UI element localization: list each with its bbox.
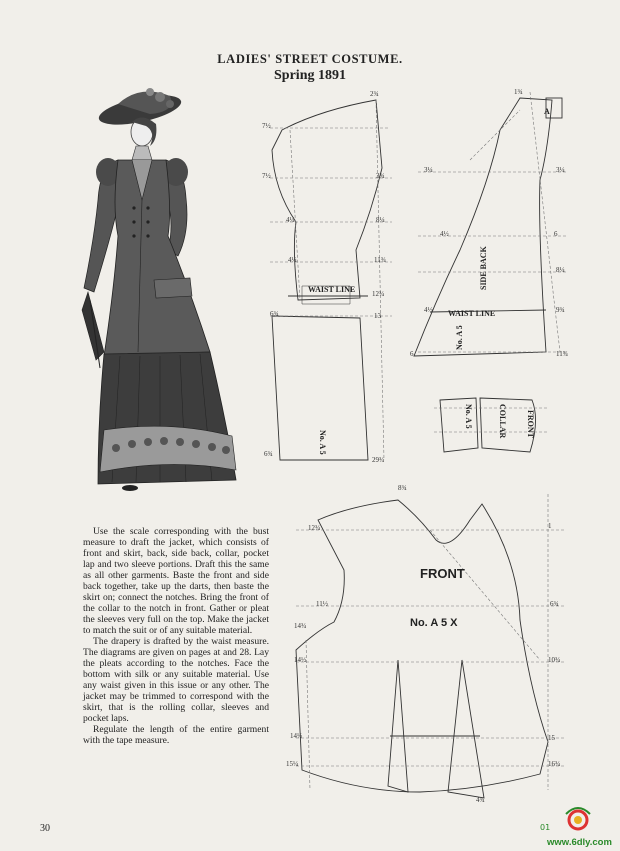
svg-text:3¾: 3¾ <box>376 172 385 180</box>
svg-text:3¼: 3¼ <box>556 166 565 174</box>
svg-text:11½: 11½ <box>316 600 328 608</box>
svg-text:4½: 4½ <box>424 306 433 314</box>
sideback-waist-label: WAIST LINE <box>448 309 495 318</box>
svg-text:14½: 14½ <box>290 732 302 740</box>
svg-text:2¾: 2¾ <box>370 90 379 98</box>
svg-text:1¾: 1¾ <box>514 88 523 96</box>
page-title: LADIES' STREET COSTUME. <box>217 52 403 66</box>
svg-text:8¼: 8¼ <box>376 216 385 224</box>
watermark-url: www.6dly.com <box>547 837 612 848</box>
svg-text:6¾: 6¾ <box>264 450 273 458</box>
svg-text:4½: 4½ <box>440 230 449 238</box>
svg-text:6: 6 <box>554 230 558 238</box>
front-label: FRONT <box>420 566 465 581</box>
svg-text:12¾: 12¾ <box>308 524 320 532</box>
corner-a-label: A <box>544 107 550 116</box>
svg-text:4¼: 4¼ <box>288 256 297 264</box>
side-back-label: SIDE BACK <box>479 245 488 290</box>
front-code: No. A 5 X <box>410 617 458 629</box>
svg-text:9¾: 9¾ <box>556 306 565 314</box>
back-skirt-code: No. A 5 <box>318 430 327 455</box>
back-waist-label: WAIST LINE <box>308 285 355 294</box>
collar-code: No. A 5 <box>464 404 473 429</box>
instructions-paragraph: Use the scale corresponding with the bus… <box>83 526 269 636</box>
svg-text:4¾: 4¾ <box>476 796 485 804</box>
svg-text:8¼: 8¼ <box>556 266 565 274</box>
svg-text:16¾: 16¾ <box>548 760 560 768</box>
svg-text:15¼: 15¼ <box>286 760 298 768</box>
svg-text:14¾: 14¾ <box>294 622 306 630</box>
svg-text:7½: 7½ <box>262 122 271 130</box>
svg-text:13: 13 <box>374 312 382 320</box>
svg-text:15: 15 <box>548 734 556 742</box>
svg-text:1: 1 <box>548 522 552 530</box>
instructions-text: Use the scale corresponding with the bus… <box>83 526 269 746</box>
watermark-logo-icon: 01 <box>540 807 591 832</box>
svg-text:11¾: 11¾ <box>374 256 386 264</box>
svg-text:6¾: 6¾ <box>550 600 559 608</box>
collar-label: COLLAR <box>498 404 507 438</box>
instructions-paragraph: The drapery is drafted by the waist meas… <box>83 636 269 724</box>
svg-text:6¾: 6¾ <box>270 310 279 318</box>
svg-text:6: 6 <box>410 350 414 358</box>
instructions-paragraph: Regulate the length of the entire garmen… <box>83 724 269 746</box>
svg-text:11¾: 11¾ <box>556 350 568 358</box>
page-subtitle: Spring 1891 <box>274 68 346 83</box>
svg-text:7½: 7½ <box>262 172 271 180</box>
svg-text:29¾: 29¾ <box>372 456 384 464</box>
svg-text:01: 01 <box>540 823 550 832</box>
front-small-label: FRONT <box>526 410 535 439</box>
side-back-code: No. A 5 <box>455 325 464 350</box>
page-number: 30 <box>40 823 50 834</box>
svg-text:10¾: 10¾ <box>548 656 560 664</box>
svg-text:12¾: 12¾ <box>372 290 384 298</box>
svg-text:14½: 14½ <box>294 656 306 664</box>
svg-text:3¼: 3¼ <box>424 166 433 174</box>
svg-text:4¼: 4¼ <box>286 216 295 224</box>
svg-text:8¾: 8¾ <box>398 484 407 492</box>
